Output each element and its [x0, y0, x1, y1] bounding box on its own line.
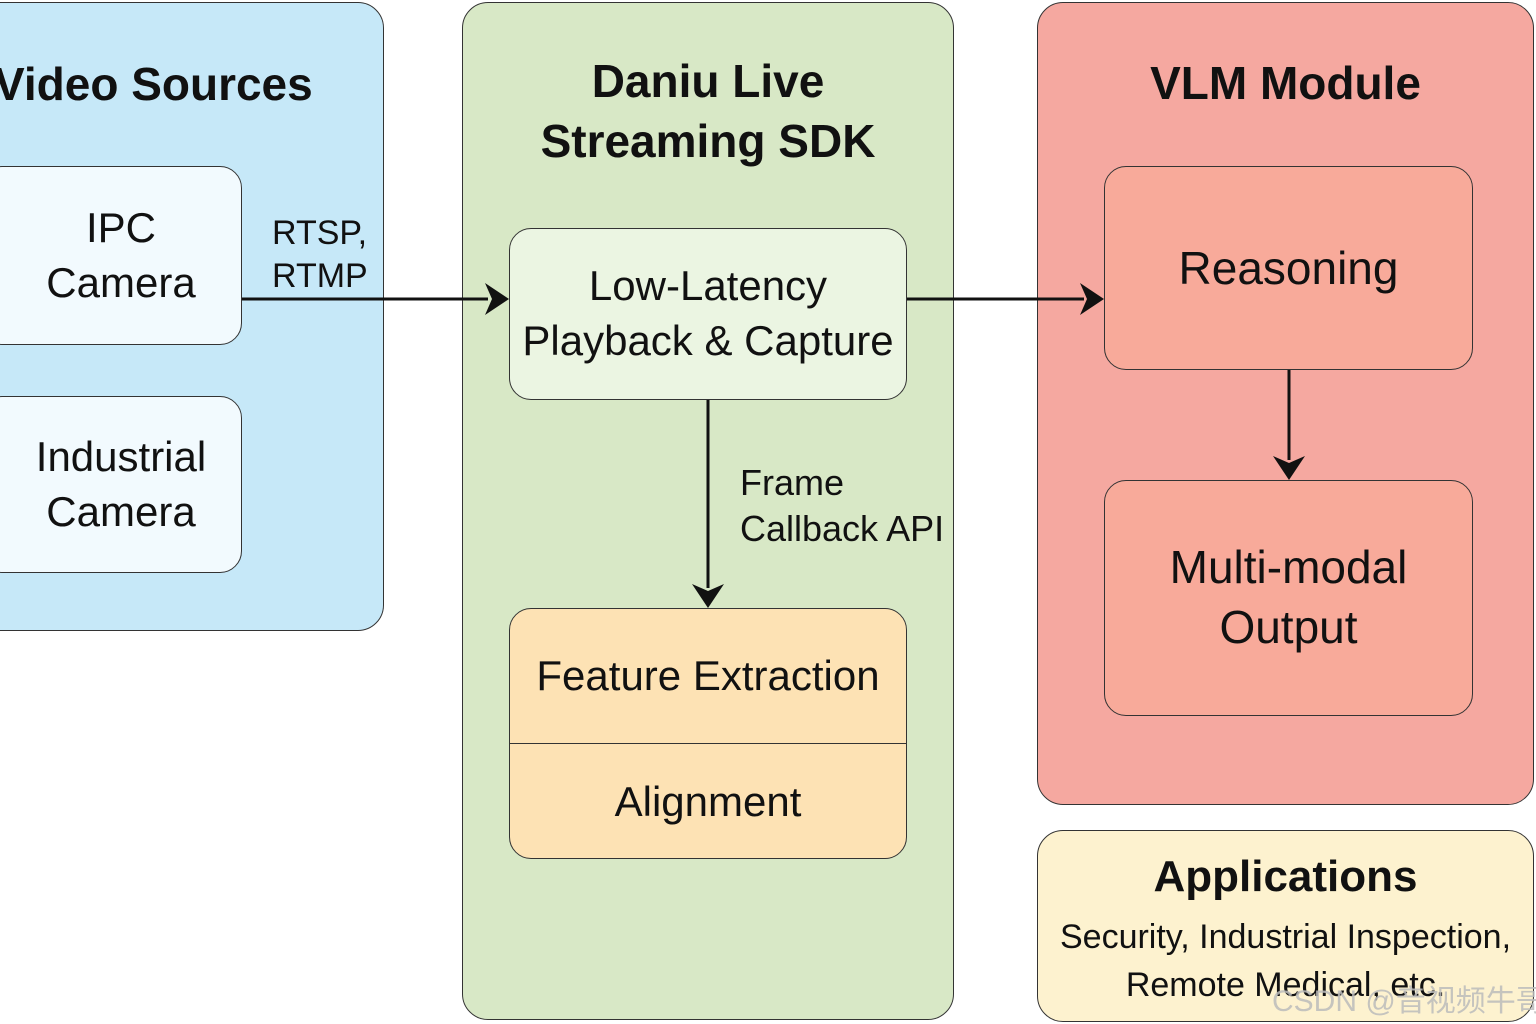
sdk-title: Daniu Live Streaming SDK	[462, 52, 954, 172]
video-sources-title: Video Sources	[0, 58, 313, 110]
alignment-cell: Alignment	[510, 744, 906, 858]
arrowhead-playback-to-reasoning	[1080, 283, 1104, 315]
feature-extraction-label: Feature Extraction	[536, 652, 880, 699]
applications-panel	[1037, 830, 1534, 1022]
multimodal-output-box: Multi-modal Output	[1104, 480, 1473, 716]
ipc-camera-label: IPC Camera	[46, 203, 196, 306]
multimodal-output-label: Multi-modal Output	[1169, 541, 1408, 653]
industrial-camera-label: Industrial Camera	[35, 432, 207, 535]
applications-title: Applications	[1153, 852, 1418, 901]
arrowhead-ipc-to-playback	[485, 283, 509, 315]
frame-callback-label: Frame Callback API	[740, 462, 945, 550]
feature-extraction-cell: Feature Extraction	[510, 609, 906, 744]
sdk-title-text: Daniu Live Streaming SDK	[540, 55, 876, 167]
industrial-camera-box: Industrial Camera	[0, 396, 242, 573]
watermark: CSDN @音视频牛哥	[1272, 985, 1536, 1018]
playback-capture-box: Low-Latency Playback & Capture	[509, 228, 907, 400]
ipc-camera-box: IPC Camera	[0, 166, 242, 345]
feature-alignment-box: Feature Extraction Alignment	[509, 608, 907, 859]
vlm-module-title: VLM Module	[1150, 57, 1421, 109]
applications-description: Security, Industrial Inspection, Remote …	[1059, 918, 1512, 1005]
reasoning-box: Reasoning	[1104, 166, 1473, 370]
arrowhead-reasoning-to-output	[1273, 456, 1305, 480]
rtsp-rtmp-label: RTSP, RTMP	[272, 214, 368, 295]
arrowhead-playback-to-feature	[692, 584, 724, 608]
playback-capture-label: Low-Latency Playback & Capture	[522, 262, 894, 364]
alignment-label: Alignment	[614, 777, 802, 825]
reasoning-label: Reasoning	[1178, 242, 1399, 294]
